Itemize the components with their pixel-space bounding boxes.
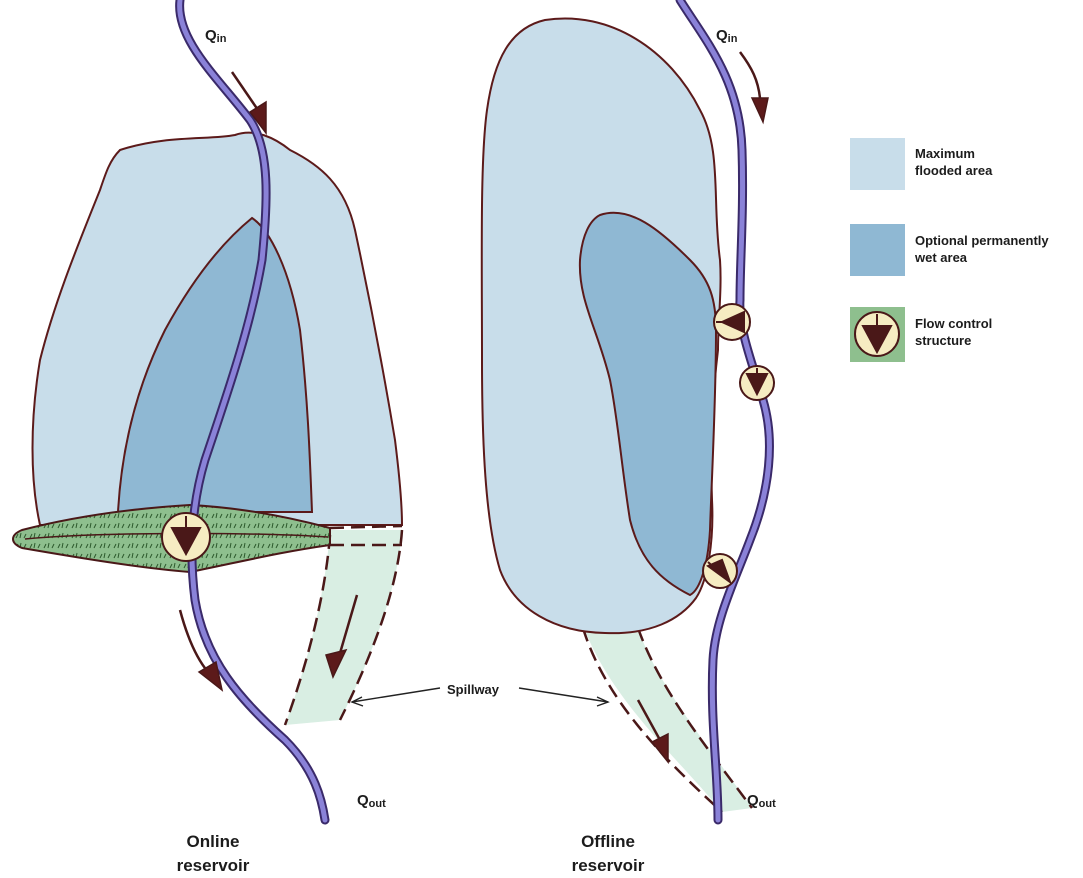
legend-label-fcs-line1: Flow control <box>915 316 992 331</box>
legend-swatch-flooded <box>850 138 905 190</box>
offline-inflow-arrowhead <box>752 98 768 122</box>
legend-item-permanently-wet-area: Optional permanently wet area <box>850 224 1049 276</box>
offline-flow-control-structure-1 <box>714 304 750 340</box>
legend-item-maximum-flooded-area: Maximum flooded area <box>850 138 993 190</box>
offline-caption-line2: reservoir <box>572 856 645 875</box>
online-dam-extension <box>330 526 402 528</box>
legend-label-fcs-line2: structure <box>915 333 971 348</box>
online-spillway <box>285 530 402 725</box>
offline-spillway-flow-arrowhead <box>652 734 668 762</box>
legend-label-wet-line1: Optional permanently <box>915 233 1049 248</box>
online-caption-line1: Online <box>187 832 240 851</box>
legend-label-flooded-line1: Maximum <box>915 146 975 161</box>
offline-flow-control-structure-2 <box>740 366 774 400</box>
legend: Maximum flooded area Optional permanentl… <box>850 138 1049 362</box>
offline-inflow-arrow <box>740 52 760 98</box>
legend-swatch-wet <box>850 224 905 276</box>
online-flow-control-structure <box>162 513 210 561</box>
spillway-label: Spillway <box>447 682 500 697</box>
offline-reservoir: Qin Qout Offline reservoir <box>482 0 776 875</box>
spillway-annotation: Spillway <box>352 682 608 706</box>
offline-q-in-label: Qin <box>716 27 738 45</box>
legend-label-wet-line2: wet area <box>914 250 968 265</box>
legend-label-flooded-line2: flooded area <box>915 163 993 178</box>
legend-item-flow-control-structure: Flow control structure <box>850 307 992 362</box>
offline-flow-control-structure-3 <box>703 554 737 588</box>
online-q-in-label: Qin <box>205 27 227 45</box>
offline-spillway <box>583 625 752 812</box>
spillway-pointer-right <box>519 688 608 702</box>
online-caption-line2: reservoir <box>177 856 250 875</box>
offline-q-out-label: Qout <box>747 792 776 810</box>
spillway-pointer-left <box>352 688 440 702</box>
offline-caption-line1: Offline <box>581 832 635 851</box>
online-reservoir: Qin Qout Online reservoir <box>13 0 402 875</box>
online-q-out-label: Qout <box>357 792 386 810</box>
